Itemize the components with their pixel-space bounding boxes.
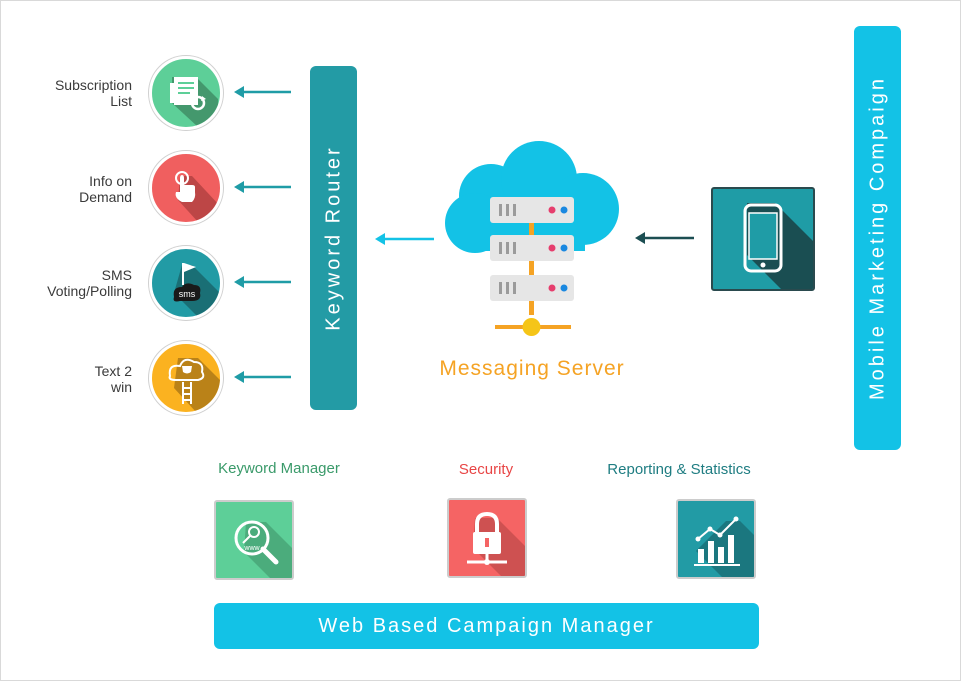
service-label-text-2-win: Text 2 win	[94, 363, 132, 395]
mobile-marketing-campaign-label: Mobile Marketing Compaign	[866, 75, 888, 401]
keyword-router-label: Keyword Router	[322, 145, 344, 331]
trophy-cloud-icon	[149, 341, 223, 415]
security-lock-icon	[447, 498, 527, 578]
web-based-campaign-manager: Web Based Campaign Manager	[214, 603, 759, 649]
arrow-to-text-2-win	[234, 371, 291, 383]
security-title: Security	[458, 461, 514, 478]
cloud-server-icon	[445, 141, 619, 336]
arrow-to-sms-voting	[234, 276, 291, 288]
statistics-chart-icon	[676, 499, 756, 579]
mobile-marketing-campaign: Mobile Marketing Compaign	[854, 26, 901, 450]
arrow-to-messaging-server	[635, 232, 694, 244]
tap-hand-icon	[149, 151, 223, 225]
service-label-sms-voting: SMS Voting/Polling	[47, 267, 132, 299]
reporting-statistics-title: Reporting & Statistics	[607, 461, 751, 478]
arrow-to-subscription-list	[234, 86, 291, 98]
arrow-to-info-on-demand	[234, 181, 291, 193]
subscription-list-icon	[149, 56, 223, 130]
service-label-subscription-list: Subscription List	[54, 77, 132, 109]
keyword-manager-title: Keyword Manager	[218, 460, 340, 477]
messaging-server-label: Messaging Server	[439, 357, 625, 380]
svg-text:sms: sms	[179, 289, 196, 299]
keyword-search-icon: www	[214, 500, 294, 580]
svg-text:www: www	[243, 545, 260, 552]
service-label-info-on-demand: Info on Demand	[79, 173, 132, 205]
smartphone-icon	[711, 187, 815, 291]
sms-voting-icon: sms	[149, 246, 223, 320]
keyword-router: Keyword Router	[310, 66, 357, 410]
arrow-to-keyword-router	[375, 233, 434, 245]
